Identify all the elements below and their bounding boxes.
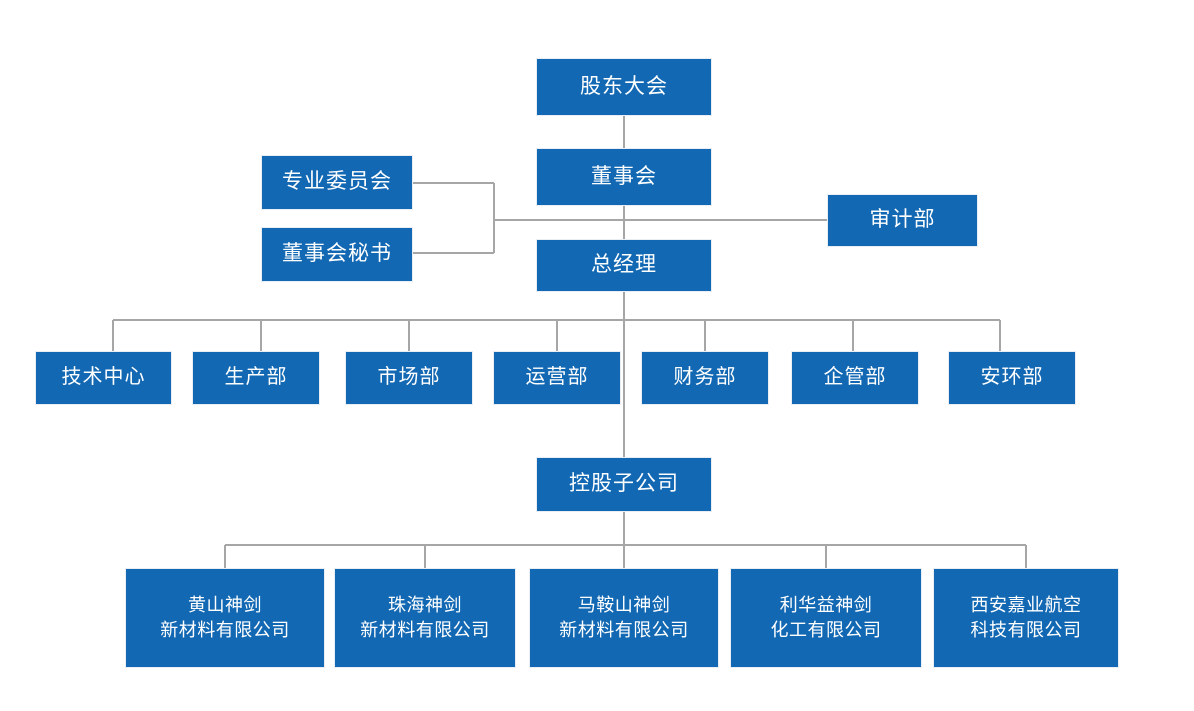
node-label: 控股子公司 [569, 472, 679, 496]
node-label: 专业委员会 [282, 170, 392, 194]
node-department-marketing[interactable]: 市场部 [345, 351, 473, 405]
node-label: 市场部 [377, 366, 441, 389]
node-label: 审计部 [869, 208, 936, 232]
node-department-enterprise-management[interactable]: 企管部 [791, 351, 919, 405]
node-label: 生产部 [224, 366, 288, 389]
node-label: 董事会 [591, 164, 657, 188]
node-department-production[interactable]: 生产部 [192, 351, 320, 405]
node-label: 股东大会 [580, 74, 668, 98]
node-audit-department[interactable]: 审计部 [827, 194, 978, 247]
node-department-operations[interactable]: 运营部 [493, 351, 621, 405]
node-label: 安环部 [980, 366, 1044, 389]
node-label: 总经理 [591, 253, 657, 277]
node-label: 财务部 [673, 366, 737, 389]
node-general-manager[interactable]: 总经理 [536, 239, 712, 292]
node-subsidiary-lihuayi[interactable]: 利华益神剑 化工有限公司 [730, 568, 922, 668]
node-board-of-directors[interactable]: 董事会 [536, 148, 712, 206]
node-label: 利华益神剑 化工有限公司 [770, 595, 882, 640]
node-label: 马鞍山神剑 新材料有限公司 [559, 595, 689, 640]
node-label: 黄山神剑 新材料有限公司 [160, 595, 290, 640]
node-subsidiary-maanshan[interactable]: 马鞍山神剑 新材料有限公司 [529, 568, 719, 668]
node-label: 运营部 [525, 366, 589, 389]
node-subsidiary-huangshan[interactable]: 黄山神剑 新材料有限公司 [125, 568, 325, 668]
node-department-safety-environment[interactable]: 安环部 [948, 351, 1076, 405]
node-board-secretary[interactable]: 董事会秘书 [261, 227, 413, 282]
node-shareholders-meeting[interactable]: 股东大会 [536, 58, 712, 116]
node-label: 企管部 [823, 366, 887, 389]
node-label: 董事会秘书 [282, 242, 392, 266]
node-subsidiary-xian-jiaye[interactable]: 西安嘉业航空 科技有限公司 [933, 568, 1119, 668]
node-label: 西安嘉业航空 科技有限公司 [970, 595, 1082, 640]
node-subsidiary-zhuhai[interactable]: 珠海神剑 新材料有限公司 [334, 568, 516, 668]
node-department-technology-center[interactable]: 技术中心 [35, 351, 172, 405]
node-label: 珠海神剑 新材料有限公司 [360, 595, 490, 640]
node-holding-subsidiaries[interactable]: 控股子公司 [536, 457, 712, 512]
node-label: 技术中心 [61, 366, 146, 389]
node-department-finance[interactable]: 财务部 [641, 351, 769, 405]
node-professional-committee[interactable]: 专业委员会 [261, 155, 413, 210]
